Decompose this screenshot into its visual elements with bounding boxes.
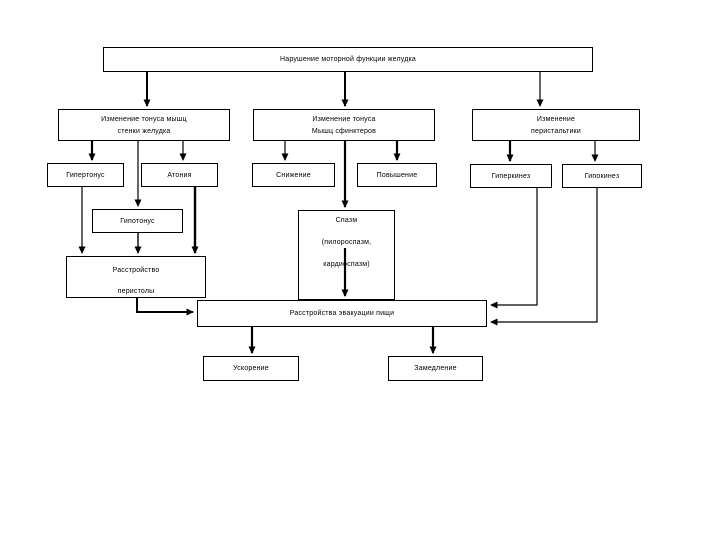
arrow-peristole-to-evacuation xyxy=(136,298,194,316)
node-label: Расстройства эвакуации пищи xyxy=(289,310,395,317)
node-deceleration: Замедление xyxy=(388,356,483,381)
node-label: Повышение xyxy=(376,171,418,179)
node-label: Гипотонус xyxy=(120,217,155,225)
node-label: стенки желудка xyxy=(117,127,171,135)
node-gastric-motor-dysfunction: Нарушение моторной функции желудка xyxy=(103,47,593,72)
node-label: Изменение тонуса мышц xyxy=(101,115,187,123)
arrow-hypokinesis-to-evacuation xyxy=(490,188,598,326)
node-label: Нарушение моторной функции желудка xyxy=(279,56,417,63)
node-food-evacuation-disorder: Расстройства эвакуации пищи xyxy=(197,300,487,327)
node-label: кардиоспазм) xyxy=(323,261,370,268)
node-label: перистолы xyxy=(117,288,155,295)
node-label: Ускорение xyxy=(233,365,269,372)
node-increase: Повышение xyxy=(357,163,437,187)
node-label: Атония xyxy=(167,171,192,179)
arrow-hyperkinesis-to-evacuation xyxy=(490,188,538,309)
node-label: Гипокинез xyxy=(584,172,620,180)
node-label: Спазм xyxy=(335,217,358,224)
node-label: Гиперкинез xyxy=(491,172,531,180)
node-label: Изменение тонуса xyxy=(312,115,376,123)
node-label: Расстройство xyxy=(112,267,160,274)
node-hypokinesis: Гипокинез xyxy=(562,164,642,188)
node-hyperkinesis: Гиперкинез xyxy=(470,164,552,188)
node-decrease: Снижение xyxy=(252,163,335,187)
node-sphincter-tone: Изменение тонуса Мышц сфинктеров xyxy=(253,109,435,141)
node-label: Замедление xyxy=(414,365,457,372)
node-label: Мышц сфинктеров xyxy=(311,127,377,135)
node-spasm: Спазм (пилороспазм, кардиоспазм) xyxy=(298,210,395,300)
node-peristalsis-change: Изменение перистальтики xyxy=(472,109,640,141)
node-acceleration: Ускорение xyxy=(203,356,299,381)
node-wall-muscle-tone: Изменение тонуса мышц стенки желудка xyxy=(58,109,230,141)
node-hypertonus: Гипертонус xyxy=(47,163,124,187)
node-atonia: Атония xyxy=(141,163,218,187)
node-label: Гипертонус xyxy=(66,171,105,179)
node-label: перистальтики xyxy=(531,127,581,135)
node-label: Изменение xyxy=(536,115,576,123)
node-label: Снижение xyxy=(276,171,311,179)
node-peristole-disorder: Расстройство перистолы xyxy=(66,256,206,298)
node-hypotonus: Гипотонус xyxy=(92,209,183,233)
node-label: (пилороспазм, xyxy=(321,239,372,246)
